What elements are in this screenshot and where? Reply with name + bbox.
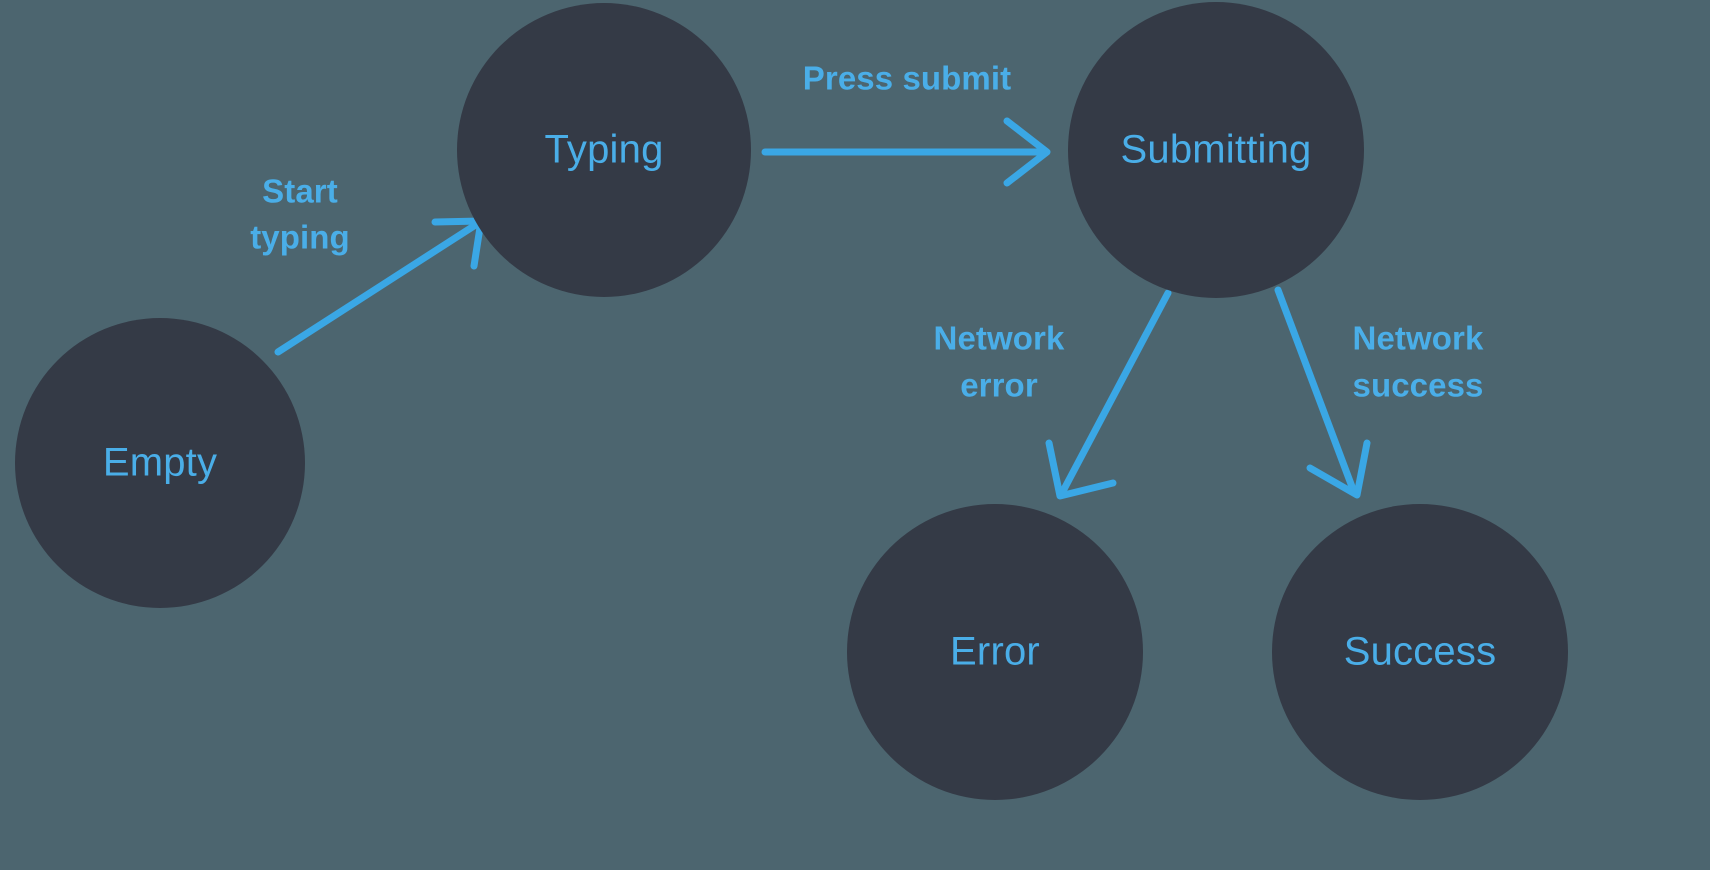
- edge-submitting-to-error: [1045, 289, 1172, 500]
- arrowhead-submitting-to-success: [1306, 439, 1371, 499]
- node-typing-circle[interactable]: [457, 3, 751, 297]
- edge-label-start-typing-line2: typing: [250, 219, 350, 256]
- node-empty-label: Empty: [103, 441, 217, 485]
- node-success-circle[interactable]: [1272, 504, 1568, 800]
- edge-label-network-error-line2: error: [960, 367, 1038, 404]
- node-typing-label: Typing: [544, 128, 663, 172]
- edge-typing-to-submitting: [761, 117, 1051, 187]
- node-submitting[interactable]: Submitting: [1068, 2, 1364, 298]
- edge-label-network-success: Network success: [1353, 320, 1484, 404]
- edge-label-press-submit: Press submit: [803, 60, 1011, 97]
- arrowhead-typing-to-submitting: [1003, 117, 1051, 187]
- node-submitting-label: Submitting: [1121, 128, 1312, 172]
- edge-line-empty-to-typing: [274, 220, 481, 356]
- node-error-label: Error: [950, 630, 1040, 674]
- edge-label-network-success-line2: success: [1353, 367, 1484, 404]
- node-error[interactable]: Error: [847, 504, 1143, 800]
- node-empty-circle[interactable]: [15, 318, 305, 608]
- arrowhead-submitting-to-error: [1045, 439, 1117, 500]
- edge-label-network-success-line1: Network: [1353, 320, 1484, 357]
- edge-label-network-error: Network error: [934, 320, 1065, 404]
- edge-label-start-typing: Start typing: [250, 173, 350, 256]
- node-empty[interactable]: Empty: [15, 318, 305, 608]
- edge-label-press-submit-line1: Press submit: [803, 60, 1011, 97]
- node-success-label: Success: [1344, 630, 1497, 674]
- node-submitting-circle[interactable]: [1068, 2, 1364, 298]
- edge-line-submitting-to-success: [1274, 286, 1358, 496]
- edge-label-network-error-line1: Network: [934, 320, 1065, 357]
- edge-submitting-to-success: [1274, 286, 1371, 499]
- node-typing[interactable]: Typing: [457, 3, 751, 297]
- node-success[interactable]: Success: [1272, 504, 1568, 800]
- node-error-circle[interactable]: [847, 504, 1143, 800]
- edge-label-start-typing-line1: Start: [262, 173, 338, 210]
- edge-line-submitting-to-error: [1058, 289, 1172, 497]
